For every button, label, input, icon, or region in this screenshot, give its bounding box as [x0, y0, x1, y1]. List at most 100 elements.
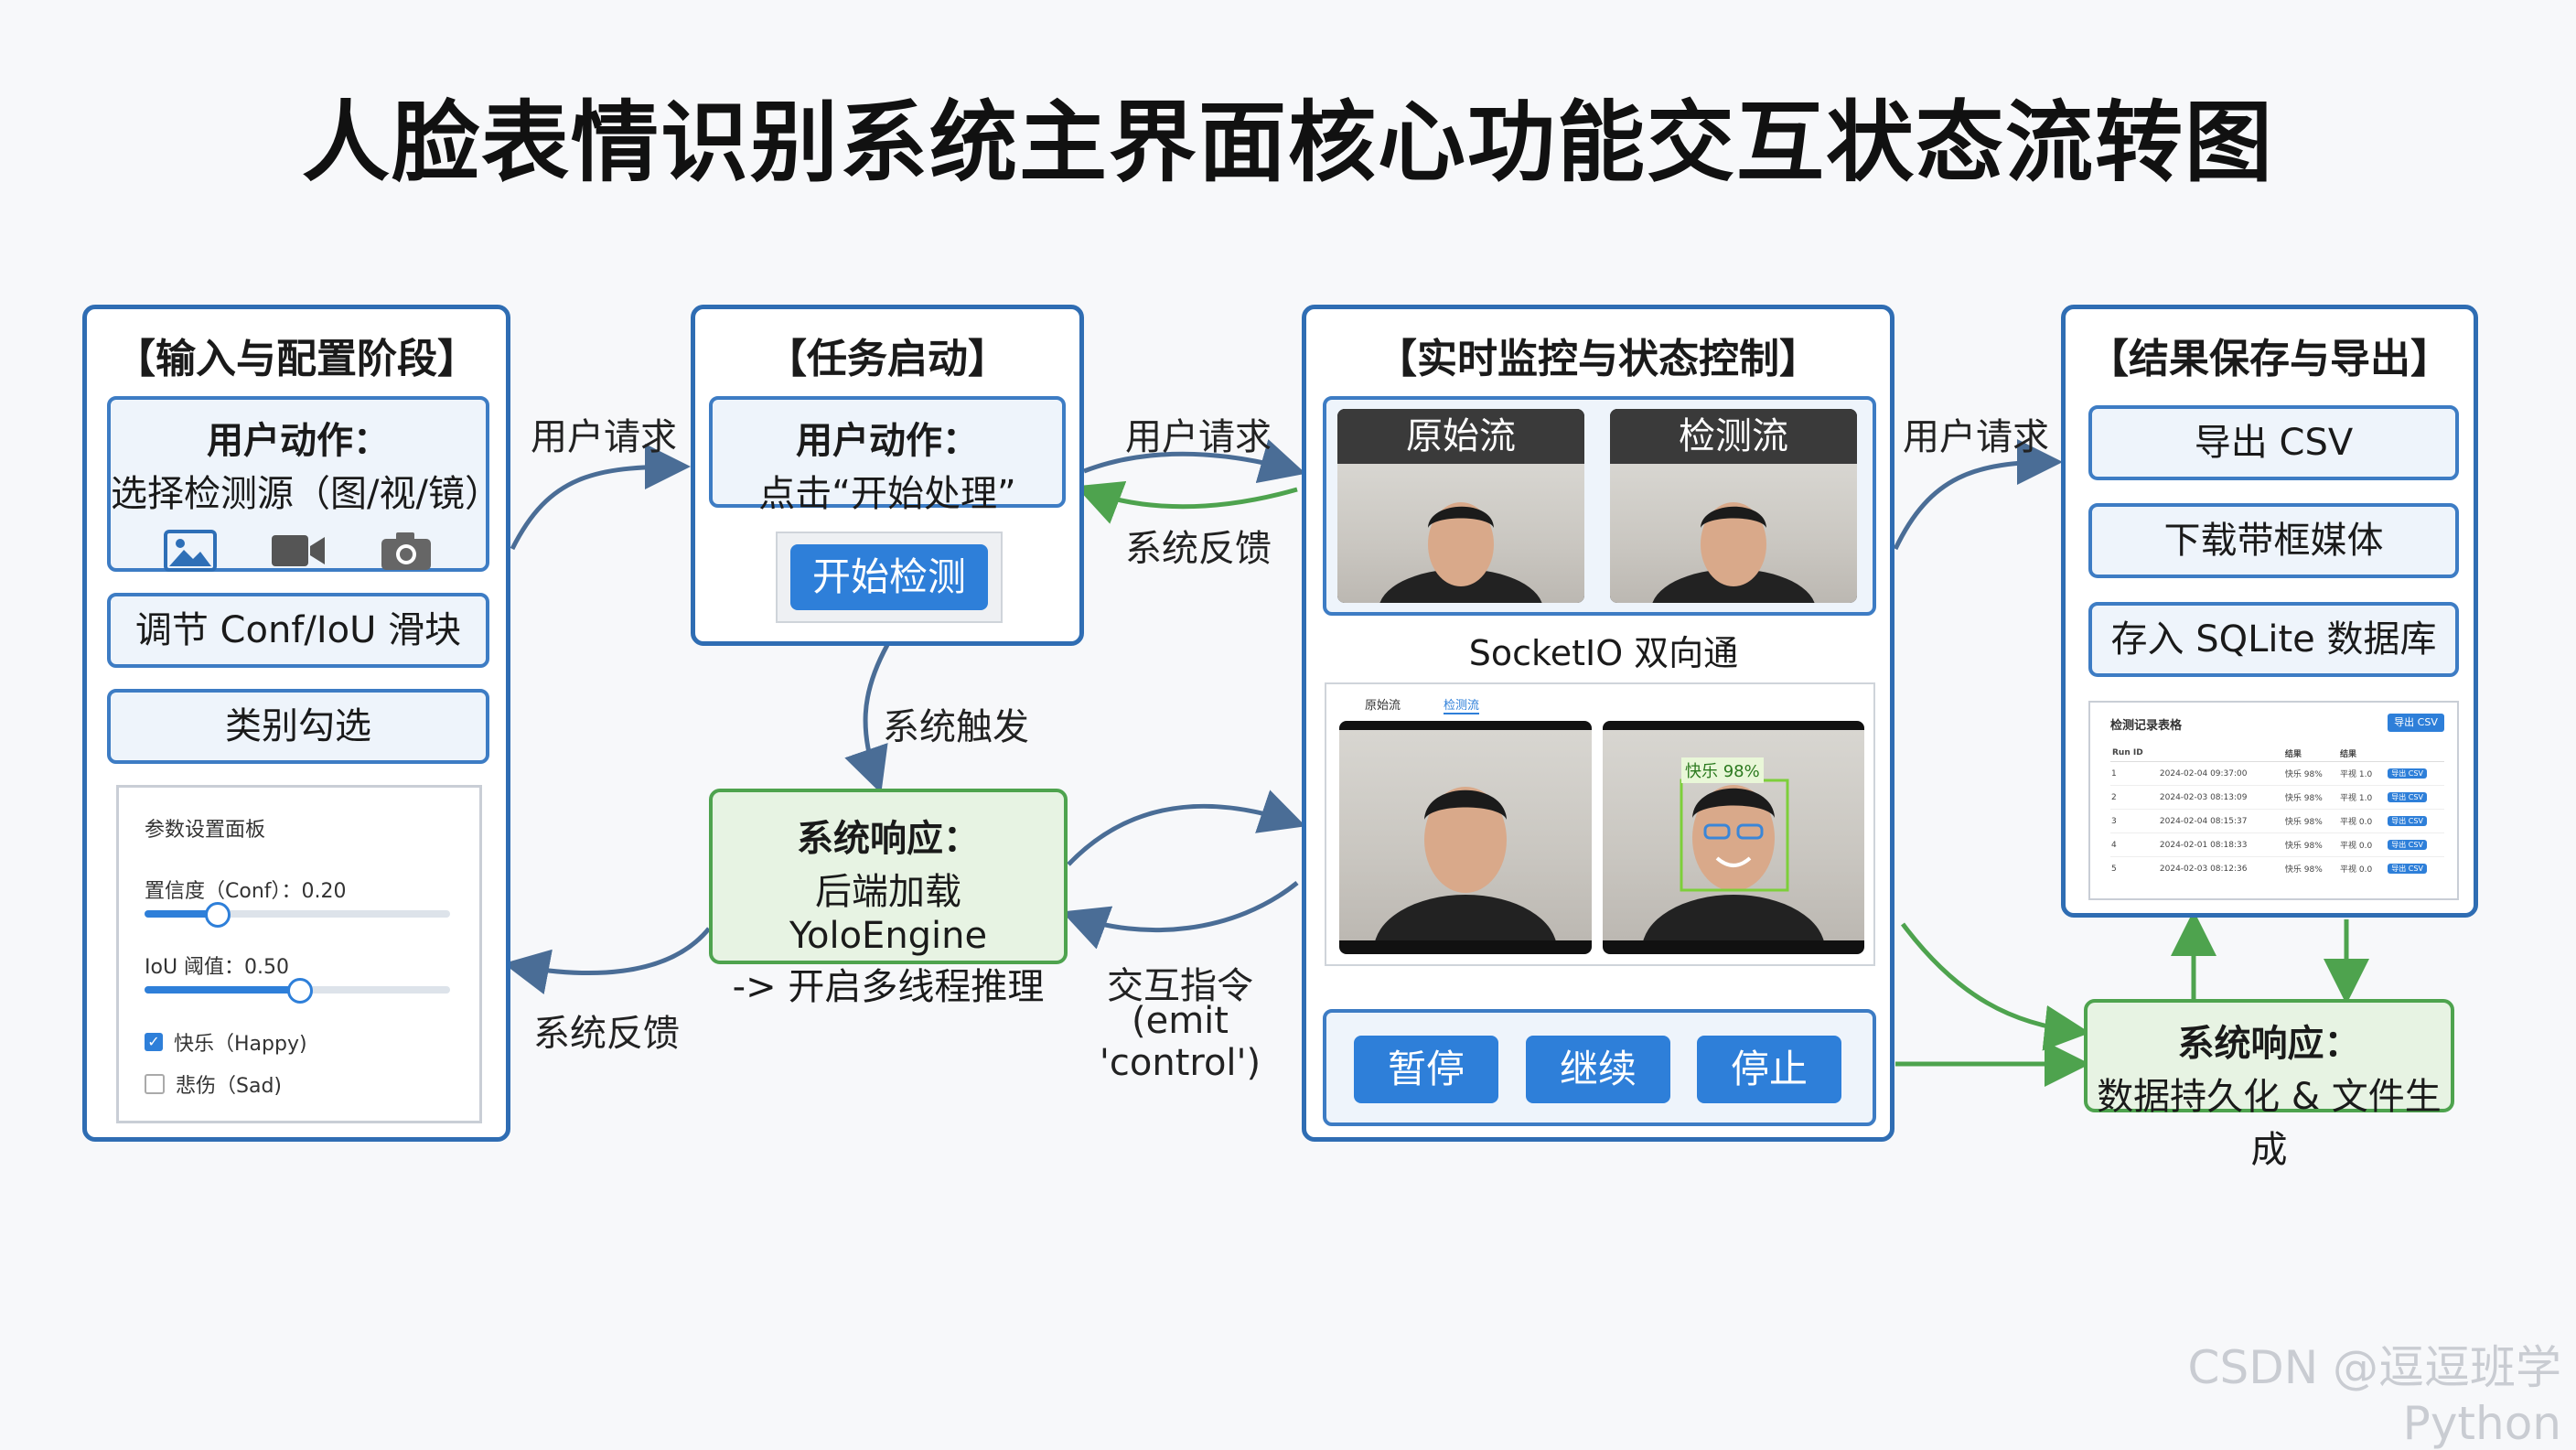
table-cell: 平视 0.0	[2340, 865, 2373, 875]
raw-stream-view: 原始流	[1337, 409, 1584, 603]
page-title: 人脸表情识别系统主界面核心功能交互状态流转图	[302, 91, 2274, 194]
records-table: Run ID 结果 结果 1 2024-02-04 09:37:00 快乐 98…	[2110, 745, 2444, 881]
tab-raw[interactable]: 原始流	[1365, 699, 1401, 713]
edge-label-command: 交互指令	[1107, 965, 1253, 1007]
records-table-title: 检测记录表格	[2110, 719, 2183, 733]
stop-button[interactable]: 停止	[1697, 1036, 1841, 1103]
camera-icon[interactable]	[380, 530, 433, 572]
stage-realtime-monitor: 【实时监控与状态控制】 原始流 检测流 SocketIO 双向通信流 原始流 检…	[1302, 305, 1894, 1142]
edge-label-system-feedback: 系统反馈	[1125, 528, 1272, 570]
export-csv-box[interactable]: 导出 CSV	[2088, 405, 2459, 480]
table-cell: 4	[2111, 840, 2117, 850]
raw-stream-label: 原始流	[1337, 409, 1584, 464]
table-cell: 快乐 98%	[2284, 770, 2323, 779]
raw-frame	[1339, 721, 1592, 954]
param-panel-title: 参数设置面板	[145, 819, 266, 842]
edge-label-system-trigger: 系统触发	[883, 706, 1029, 748]
stage-title: 【任务启动】	[767, 336, 1008, 382]
table-header-row: Run ID 结果 结果	[2110, 745, 2444, 762]
detect-stream-view: 检测流	[1610, 409, 1857, 603]
table-header: 结果	[2284, 749, 2302, 759]
arrow-command-to-backend	[1061, 881, 1299, 950]
row-export-button[interactable]: 导出 CSV	[2388, 864, 2427, 875]
conf-slider[interactable]	[145, 902, 450, 928]
conf-iou-slider-box[interactable]: 调节 Conf/IoU 滑块	[107, 593, 489, 668]
param-panel: 参数设置面板 置信度（Conf）：0.20 IoU 阈值：0.50 ✓ 快乐（H…	[116, 785, 482, 1123]
table-row: 5 2024-02-03 08:12:36 快乐 98% 平视 0.0 导出 C…	[2110, 857, 2444, 881]
table-header: Run ID	[2112, 748, 2143, 757]
table-cell: 2024-02-03 08:13:09	[2159, 792, 2248, 802]
checkbox-checked-icon[interactable]: ✓	[145, 1033, 163, 1051]
face-image	[1374, 787, 1557, 954]
backend-head: 系统响应：	[797, 818, 980, 860]
pause-button[interactable]: 暂停	[1354, 1036, 1498, 1103]
start-detect-button[interactable]: 开始检测	[790, 544, 988, 610]
row-export-button[interactable]: 导出 CSV	[2388, 792, 2427, 802]
check-sad[interactable]: 悲伤（Sad)	[145, 1069, 282, 1099]
check-happy[interactable]: ✓ 快乐（Happy)	[145, 1027, 307, 1057]
image-icon[interactable]	[164, 530, 217, 572]
arrow-backend-to-monitor	[1067, 789, 1306, 866]
stage-title: 【实时监控与状态控制】	[1377, 336, 1819, 382]
download-media-box[interactable]: 下载带框媒体	[2088, 503, 2459, 578]
class-select-box[interactable]: 类别勾选	[107, 689, 489, 764]
user-action-body: 点击“开始处理”	[758, 473, 1016, 515]
face-image	[1379, 502, 1542, 603]
video-camera-icon[interactable]	[270, 530, 327, 572]
arrow-input-to-start	[510, 444, 691, 551]
row-export-button[interactable]: 导出 CSV	[2388, 816, 2427, 826]
table-cell: 3	[2111, 816, 2117, 826]
stage-title: 【结果保存与导出】	[2088, 336, 2451, 382]
user-action-head: 用户动作：	[207, 420, 390, 462]
row-export-button[interactable]: 导出 CSV	[2388, 840, 2427, 850]
resume-button[interactable]: 继续	[1526, 1036, 1670, 1103]
checkbox-unchecked-icon[interactable]	[145, 1074, 165, 1094]
user-action-body: 选择检测源（图/视/镜）	[111, 473, 501, 515]
table-cell: 快乐 98%	[2284, 865, 2323, 875]
stage-input-config: 【输入与配置阶段】 用户动作： 选择检测源（图/视/镜） 调节 Conf/IoU…	[82, 305, 510, 1142]
detect-stream-label: 检测流	[1610, 409, 1857, 464]
control-bar: 暂停 继续 停止	[1323, 1009, 1876, 1126]
edge-label-system-feedback: 系统反馈	[533, 1013, 680, 1055]
table-cell: 2	[2111, 792, 2117, 802]
iou-slider-thumb[interactable]	[287, 978, 313, 1004]
arrow-monitor-feedback	[1075, 481, 1298, 524]
backend-response-box: 系统响应： 后端加载 YoloEngine -> 开启多线程推理	[709, 789, 1068, 1008]
table-cell: 快乐 98%	[2284, 794, 2323, 803]
table-row: 2 2024-02-03 08:13:09 快乐 98% 平视 1.0 导出 C…	[2110, 786, 2444, 810]
persist-head: 系统响应：	[2177, 1023, 2361, 1065]
face-image	[1652, 502, 1815, 603]
persist-response-box: 系统响应： 数据持久化 & 文件生成	[2084, 999, 2454, 1171]
table-cell: 1	[2111, 768, 2117, 779]
table-header	[2387, 745, 2444, 762]
table-export-button[interactable]: 导出 CSV	[2388, 714, 2444, 732]
stage-title: 【输入与配置阶段】	[115, 336, 478, 382]
row-export-button[interactable]: 导出 CSV	[2388, 768, 2427, 779]
backend-line1: 后端加载 YoloEngine	[789, 871, 988, 957]
table-cell: 平视 0.0	[2340, 818, 2373, 827]
backend-line2: -> 开启多线程推理	[732, 966, 1045, 1008]
user-action-box: 用户动作： 点击“开始处理”	[709, 396, 1066, 515]
conf-slider-thumb[interactable]	[205, 902, 231, 928]
table-row: 3 2024-02-04 08:15:37 快乐 98% 平视 0.0 导出 C…	[2110, 810, 2444, 833]
arrow-monitor-to-persist	[1901, 922, 2090, 1051]
save-sqlite-box[interactable]: 存入 SQLite 数据库	[2088, 602, 2459, 677]
arrow-backend-feedback	[503, 927, 711, 994]
watermark: CSDN @逗逗班学Python	[2187, 1341, 2561, 1450]
records-table-panel: 检测记录表格 导出 CSV Run ID 结果 结果 1 2024-02-04 …	[2088, 701, 2459, 900]
user-action-box: 用户动作： 选择检测源（图/视/镜）	[107, 396, 501, 572]
tab-detect[interactable]: 检测流	[1444, 695, 1480, 714]
face-image	[1642, 779, 1825, 954]
conf-label: 置信度（Conf）：0.20	[145, 880, 347, 903]
detect-frame: 快乐 98%	[1603, 721, 1864, 954]
table-cell: 平视 1.0	[2340, 770, 2373, 779]
iou-slider[interactable]	[145, 978, 450, 1004]
edge-label-user-request: 用户请求	[1125, 416, 1272, 458]
user-action-head: 用户动作：	[796, 420, 979, 462]
table-header: 结果	[2340, 749, 2357, 759]
table-cell: 2024-02-01 08:18:33	[2159, 840, 2248, 850]
conf-slider-fill	[145, 910, 215, 918]
persist-body: 数据持久化 & 文件生成	[2097, 1076, 2442, 1171]
arrow-start-to-monitor	[1083, 439, 1306, 484]
table-cell: 平视 0.0	[2340, 842, 2373, 851]
